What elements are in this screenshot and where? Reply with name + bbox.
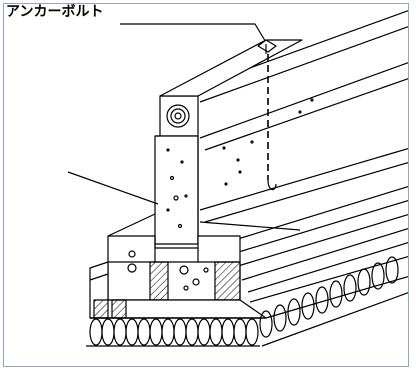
anchor-bolt: [257, 39, 277, 191]
crushed-stone-layer: [86, 256, 408, 347]
footing: [107, 213, 241, 301]
callout-leader: [120, 23, 268, 45]
anchor-bolt-label: アンカーボルト: [6, 4, 104, 20]
sill-member: [159, 39, 303, 137]
stem-wall: [154, 98, 314, 245]
section-pointer: [67, 171, 301, 231]
